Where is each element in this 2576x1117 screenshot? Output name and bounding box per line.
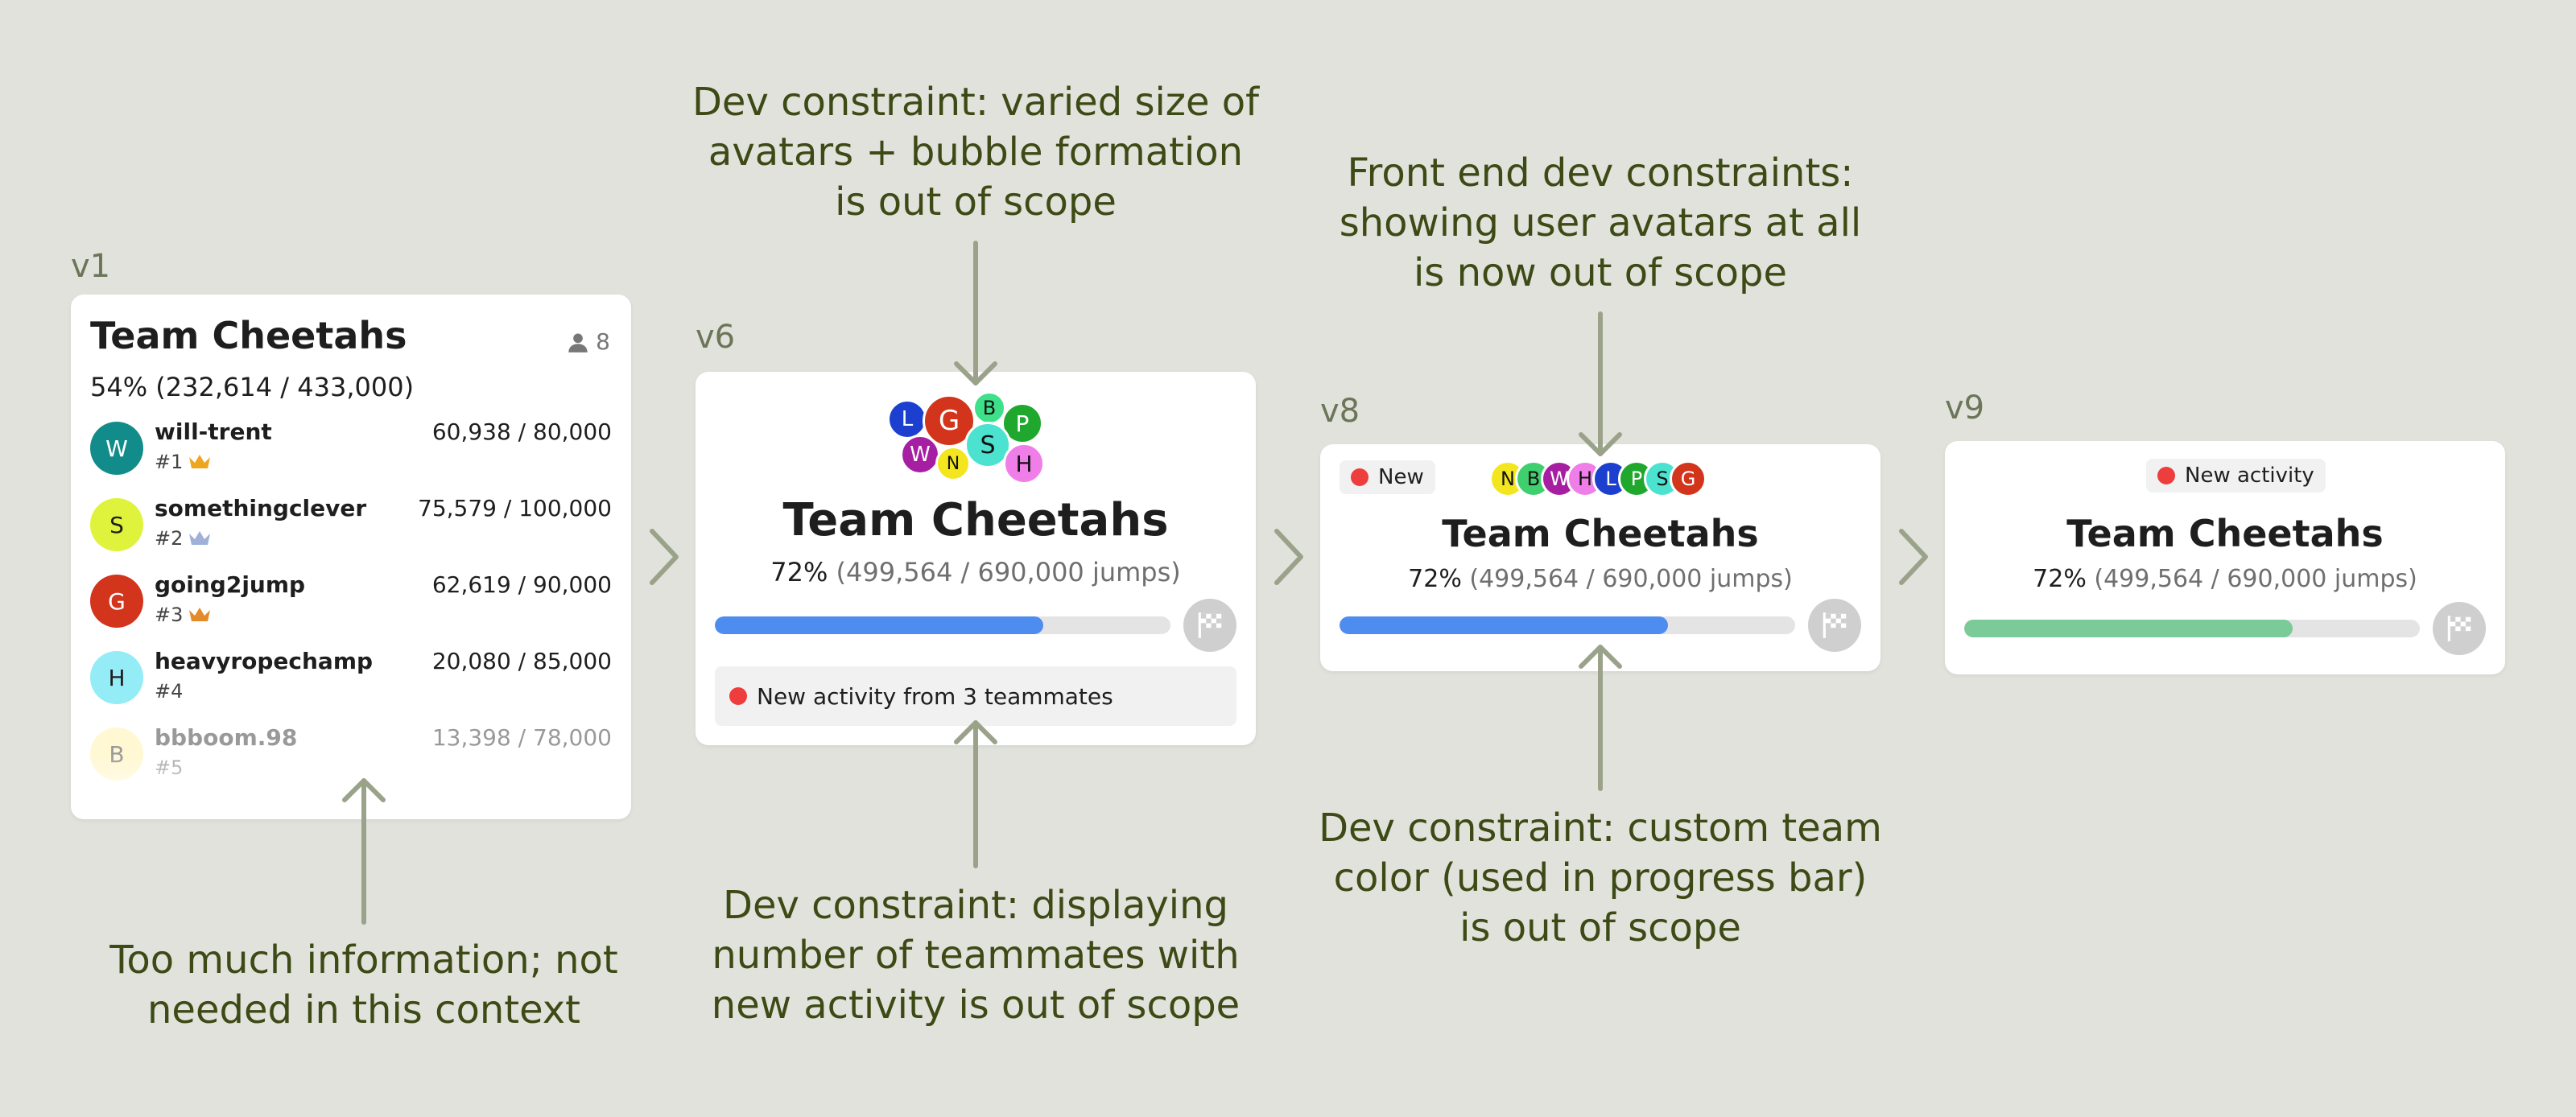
avatar: G (1670, 460, 1707, 497)
chevron-right-icon (650, 529, 679, 585)
new-activity-label: New activity (2185, 464, 2314, 488)
progress-detail: (499,564 / 690,000 jumps) (836, 557, 1181, 587)
progress-fill (1964, 620, 2293, 637)
annotation-v1: Too much information; not needed in this… (109, 938, 618, 1033)
team-title: Team Cheetahs (90, 314, 407, 357)
member-score: 75,579 / 100,000 (418, 495, 612, 521)
annotation-activity: Dev constraint: displaying number of tea… (711, 883, 1241, 1028)
team-progress-text: 72% (499,564 / 690,000 jumps) (1320, 565, 1880, 593)
avatar: G (90, 575, 143, 628)
member-name: heavyropechamp (155, 648, 374, 674)
checkered-flag-icon (1198, 612, 1222, 638)
member-score: 62,619 / 90,000 (431, 571, 612, 598)
member-score: 20,080 / 85,000 (431, 648, 612, 674)
avatar: H (1003, 443, 1045, 484)
member-rank-value: #2 (155, 527, 184, 550)
member-count: 8 (567, 328, 610, 355)
progress-percent: 72% (1408, 565, 1462, 593)
avatar: W (90, 422, 143, 475)
member-score: 60,938 / 80,000 (431, 418, 612, 445)
person-icon (568, 333, 588, 352)
member-rank: #3 (155, 604, 212, 626)
member-name: going2jump (155, 571, 306, 598)
team-card-v9: New activity Team Cheetahs 72% (499,564 … (1945, 441, 2505, 674)
version-label-v9: v9 (1945, 390, 1985, 427)
member-rank-value: #3 (155, 604, 184, 626)
version-label-v6: v6 (696, 319, 736, 356)
progress-percent: 72% (2033, 565, 2087, 593)
activity-text: New activity from 3 teammates (757, 682, 1113, 710)
progress-bar (1340, 616, 1795, 634)
new-activity-dot (729, 687, 747, 705)
finish-flag-button[interactable] (1808, 599, 1861, 652)
team-card-v1: Team Cheetahs 8 54% (232,614 / 433,000) … (71, 295, 631, 819)
annotation-avatars: Dev constraint: varied size of avatars +… (691, 80, 1260, 225)
progress-detail: (499,564 / 690,000 jumps) (1469, 565, 1793, 593)
crown-silver-icon (189, 531, 211, 545)
member-name: somethingclever (155, 495, 367, 521)
chevron-right-icon (1899, 529, 1928, 585)
new-badge-label: New (1378, 465, 1424, 489)
team-title: Team Cheetahs (1442, 512, 1759, 555)
team-progress-text: 54% (232,614 / 433,000) (90, 372, 415, 402)
member-count-value: 8 (596, 328, 610, 355)
team-progress-text: 72% (499,564 / 690,000 jumps) (1945, 565, 2505, 593)
progress-fill (1340, 616, 1668, 634)
annotation-team-color: Dev constraint: custom team color (used … (1319, 806, 1882, 950)
avatar: H (90, 651, 143, 704)
activity-banner[interactable]: New activity from 3 teammates (715, 666, 1236, 726)
member-rank: #2 (155, 527, 212, 550)
new-badge[interactable]: New (1340, 460, 1435, 494)
version-label-v8: v8 (1320, 393, 1360, 430)
progress-percent: 72% (770, 557, 828, 587)
team-title: Team Cheetahs (2066, 512, 2384, 555)
avatar: S (90, 498, 143, 551)
new-activity-badge[interactable]: New activity (2146, 459, 2326, 493)
avatar: N (935, 446, 971, 481)
progress-bar (715, 616, 1170, 634)
crown-bronze-icon (189, 608, 211, 621)
checkered-flag-icon (2447, 616, 2471, 641)
finish-flag-button[interactable] (2433, 602, 2486, 655)
member-rank-value: #1 (155, 451, 184, 473)
version-label-v1: v1 (71, 248, 111, 285)
crown-gold-icon (189, 455, 211, 468)
member-rank: #4 (155, 680, 183, 703)
member-score: 13,398 / 78,000 (431, 724, 612, 751)
progress-bar (1964, 620, 2420, 637)
member-name: bbboom.98 (155, 724, 298, 751)
new-activity-dot (1351, 468, 1368, 486)
progress-fill (715, 616, 1043, 634)
chevron-right-icon (1274, 529, 1303, 585)
annotation-front-end: Front end dev constraints: showing user … (1339, 150, 1862, 295)
member-rank-value: #4 (155, 680, 184, 703)
team-progress-text: 72% (499,564 / 690,000 jumps) (696, 557, 1256, 587)
new-activity-dot (2157, 467, 2175, 484)
avatar: W (900, 435, 940, 475)
member-name: will-trent (155, 418, 272, 445)
team-title: Team Cheetahs (782, 494, 1169, 546)
progress-detail: (499,564 / 690,000 jumps) (2094, 565, 2417, 593)
list-fade (71, 755, 631, 819)
avatar: S (964, 422, 1011, 468)
finish-flag-button[interactable] (1183, 599, 1236, 652)
member-rank: #1 (155, 451, 212, 473)
avatar: B (972, 391, 1006, 425)
checkered-flag-icon (1823, 612, 1847, 638)
